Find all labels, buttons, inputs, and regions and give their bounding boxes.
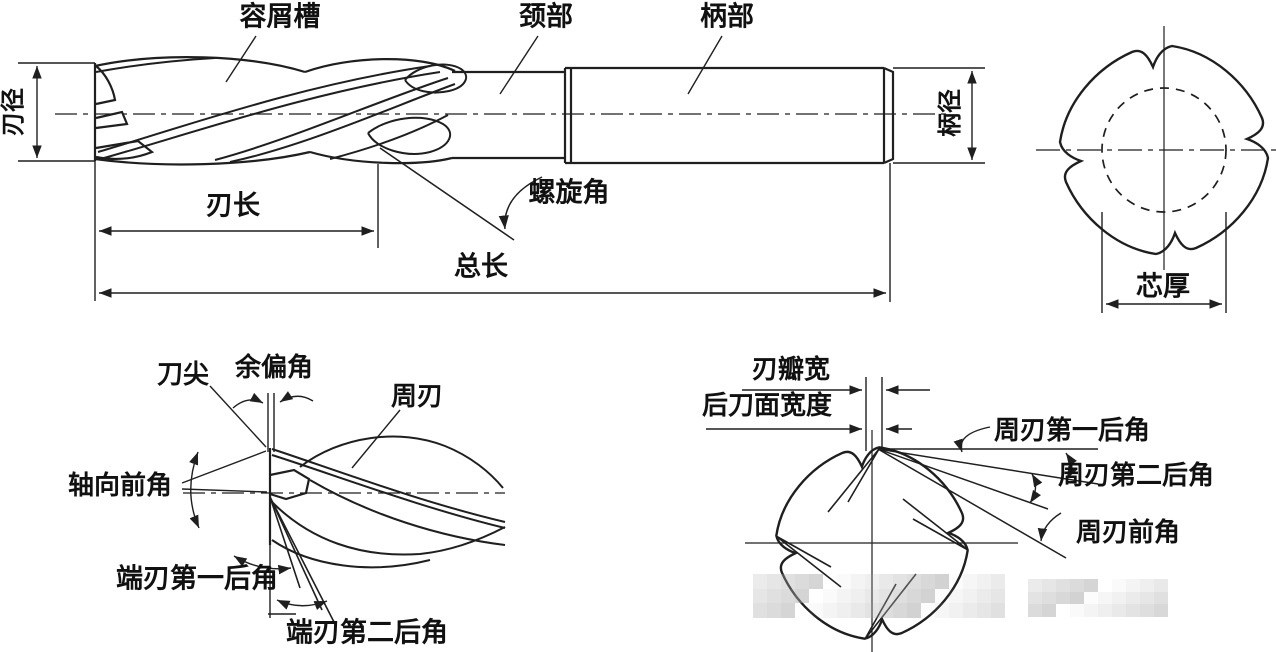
dim-blade-diameter	[18, 62, 95, 162]
side-view-helical-flutes	[95, 57, 468, 163]
pixelated-watermark	[1028, 579, 1168, 617]
axial-rake-leader-lower	[181, 488, 268, 493]
shank-label-leader	[687, 35, 723, 95]
shank-diameter-label: 柄径	[938, 89, 964, 137]
peripheral-rake-leader	[1037, 512, 1062, 542]
helix-angle-annotation	[379, 147, 543, 241]
side-view-flute-silhouette	[94, 56, 456, 166]
axial-rake-angle-label: 轴向前角	[67, 471, 173, 500]
tip-helical-flutes	[271, 435, 506, 569]
shank-label: 柄部	[700, 1, 754, 32]
tip-outline	[268, 448, 311, 545]
relief-fan-lines	[877, 448, 1099, 559]
peripheral-first-relief-label: 周刃第一后角	[993, 416, 1151, 445]
tip-annotations	[181, 385, 401, 610]
peripheral-second-relief-arc	[1029, 473, 1043, 504]
minor-deflection-angle-label: 余偏角	[234, 353, 314, 382]
land-width-label: 刃瓣宽	[751, 355, 831, 384]
tip-detail	[181, 385, 506, 623]
tool-tip-label: 刀尖	[156, 360, 210, 389]
neck-label-leader	[499, 35, 539, 95]
relief-facet-lines	[775, 448, 969, 640]
flute-label: 容屑槽	[239, 1, 321, 32]
end-second-relief-arc	[276, 599, 328, 610]
peripheral-second-relief-label: 周刃第二后角	[1057, 461, 1215, 490]
side-view	[18, 35, 985, 302]
end-view-core-circle	[1101, 87, 1227, 213]
dim-shank-diameter	[893, 67, 985, 164]
pixelated-watermark	[753, 574, 1005, 618]
side-view-shank	[563, 66, 895, 165]
side-view-tip-teeth	[93, 63, 155, 161]
relief-annotations	[953, 426, 1077, 542]
dim-blade-length	[94, 161, 379, 301]
dim-overall-length	[99, 163, 891, 302]
core-thickness-label: 芯厚	[1136, 271, 1190, 302]
axial-rake-leader-upper	[181, 450, 267, 484]
peripheral-edge-label: 周刃	[390, 382, 444, 411]
end-view	[1036, 26, 1276, 313]
deflection-arc-right	[279, 391, 314, 403]
deflection-arc-left	[232, 392, 264, 409]
flute-label-leader	[225, 35, 257, 83]
end-edge-first-relief-label: 端刃第一后角	[116, 563, 278, 594]
dim-land-width	[742, 377, 930, 451]
helix-angle-label: 螺旋角	[528, 177, 610, 208]
peripheral-first-relief-leader	[953, 426, 991, 453]
side-view-neck	[452, 70, 565, 160]
end-edge-second-relief-label: 端刃第二后角	[286, 617, 448, 648]
relief-detail	[706, 377, 1099, 652]
flank-face-width-label: 后刀面宽度	[701, 391, 833, 420]
peripheral-edge-leader	[351, 409, 401, 469]
peripheral-rake-label: 周刃前角	[1075, 518, 1181, 547]
blade-diameter-label: 刃径	[1, 88, 27, 136]
axial-rake-arc	[189, 451, 200, 529]
tool-tip-leader	[209, 385, 267, 448]
overall-length-label: 总长	[454, 251, 508, 282]
peripheral-first-relief-arc	[1065, 452, 1077, 480]
blade-length-label: 刃长	[206, 190, 260, 221]
end-first-relief-arc	[233, 555, 292, 575]
end-relief-fan-lines	[269, 496, 335, 623]
dim-core-thickness	[1101, 212, 1227, 313]
neck-label: 颈部	[519, 1, 573, 32]
